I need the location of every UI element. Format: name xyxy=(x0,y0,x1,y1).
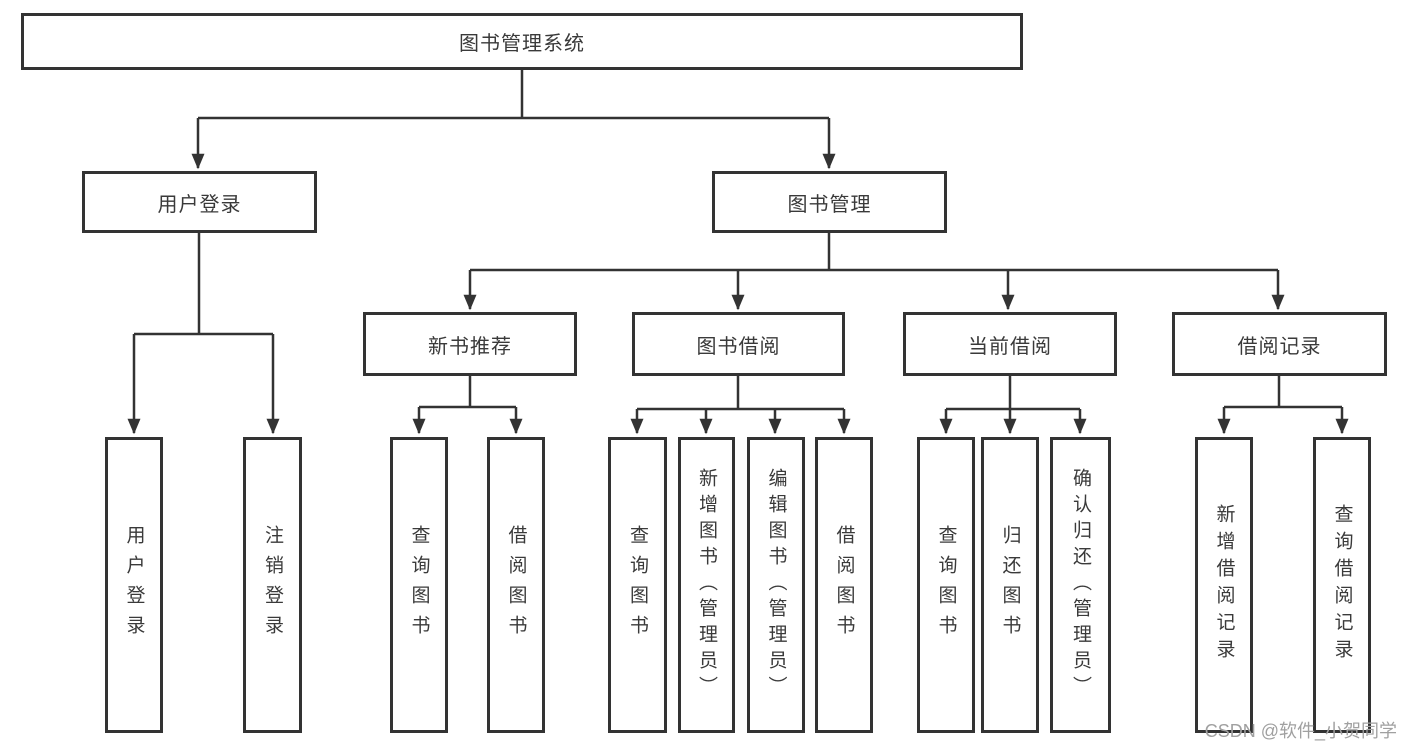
leaf-borrowing-add-books-admin-label: 新增图书（管理员） xyxy=(696,468,717,702)
node-root-system-label: 图书管理系统 xyxy=(459,33,585,55)
node-book-management-label: 图书管理 xyxy=(787,193,872,216)
node-user-login-label: 用户登录 xyxy=(157,193,242,216)
node-borrowing-records-label: 借阅记录 xyxy=(1237,335,1322,358)
leaf-borrowing-edit-books-admin: 编辑图书（管理员） xyxy=(747,437,805,733)
leaf-newrec-query-books-label: 查询图书 xyxy=(408,525,430,645)
node-root-system: 图书管理系统 xyxy=(21,13,1023,70)
leaf-borrowing-edit-books-admin-label: 编辑图书（管理员） xyxy=(765,468,787,702)
node-user-login: 用户登录 xyxy=(82,171,317,233)
leaf-newrec-borrow-books: 借阅图书 xyxy=(487,437,545,733)
node-current-borrowing: 当前借阅 xyxy=(903,312,1117,376)
leaf-records-query-borrow-record-label: 查询借阅记录 xyxy=(1331,504,1353,666)
connector-lines xyxy=(127,70,1349,435)
leaf-newrec-query-books: 查询图书 xyxy=(390,437,448,733)
leaf-borrowing-query-books-label: 查询图书 xyxy=(627,525,648,645)
leaf-current-confirm-return-admin: 确认归还（管理员） xyxy=(1050,437,1111,733)
leaf-logout-label: 注销登录 xyxy=(262,525,283,645)
leaf-records-query-borrow-record: 查询借阅记录 xyxy=(1313,437,1371,733)
csdn-watermark: CSDN @软件_小贺同学 xyxy=(1204,721,1397,741)
node-book-borrowing: 图书借阅 xyxy=(632,312,845,376)
leaf-borrowing-query-books: 查询图书 xyxy=(608,437,667,733)
leaf-current-query-books-label: 查询图书 xyxy=(935,525,957,645)
leaf-logout: 注销登录 xyxy=(243,437,302,733)
node-book-management: 图书管理 xyxy=(712,171,947,233)
leaf-newrec-borrow-books-label: 借阅图书 xyxy=(505,525,527,645)
leaf-borrowing-add-books-admin: 新增图书（管理员） xyxy=(678,437,735,733)
node-current-borrowing-label: 当前借阅 xyxy=(968,335,1052,358)
leaf-current-query-books: 查询图书 xyxy=(917,437,975,733)
leaf-records-add-borrow-record: 新增借阅记录 xyxy=(1195,437,1253,733)
node-borrowing-records: 借阅记录 xyxy=(1172,312,1387,376)
node-book-borrowing-label: 图书借阅 xyxy=(696,335,781,358)
leaf-borrowing-borrow-books: 借阅图书 xyxy=(815,437,873,733)
leaf-current-return-books: 归还图书 xyxy=(981,437,1039,733)
leaf-current-return-books-label: 归还图书 xyxy=(999,525,1021,645)
leaf-records-add-borrow-record-label: 新增借阅记录 xyxy=(1213,504,1235,666)
leaf-user-login-label: 用户登录 xyxy=(123,525,145,645)
leaf-user-login: 用户登录 xyxy=(105,437,163,733)
node-new-book-recommend: 新书推荐 xyxy=(363,312,577,376)
node-new-book-recommend-label: 新书推荐 xyxy=(428,335,512,358)
leaf-current-confirm-return-admin-label: 确认归还（管理员） xyxy=(1070,468,1091,702)
leaf-borrowing-borrow-books-label: 借阅图书 xyxy=(833,525,855,645)
